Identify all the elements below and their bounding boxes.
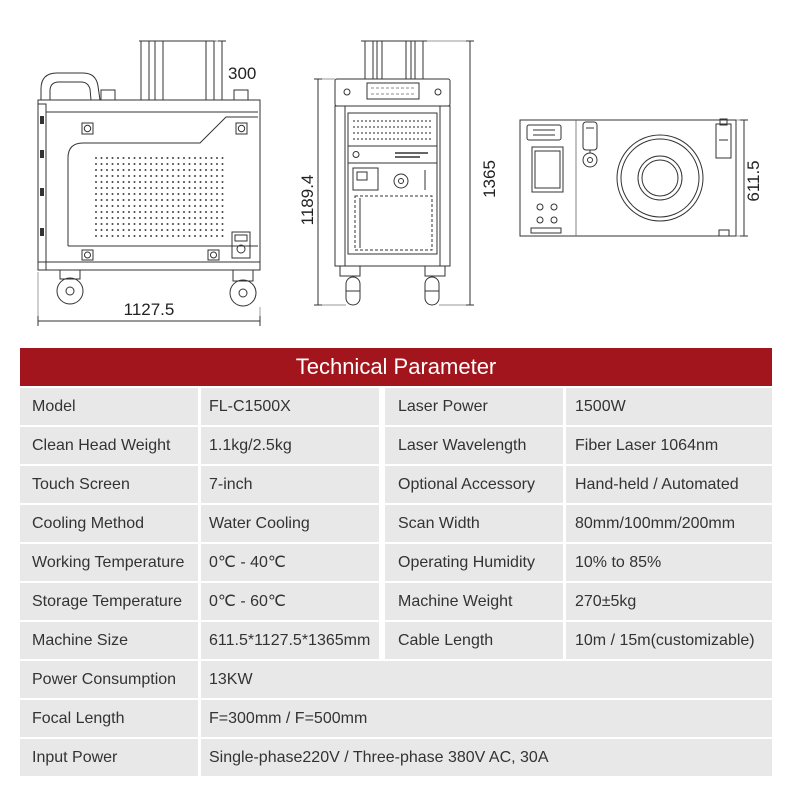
spec-label: Storage Temperature: [20, 583, 198, 620]
top-view-bracket: [715, 118, 732, 159]
spec-label: Optional Accessory: [385, 466, 563, 503]
front-view-frame: [334, 105, 451, 267]
side-view-screw: [81, 122, 94, 135]
front-view-telescopic-handle: [361, 40, 427, 80]
table-title: Technical Parameter: [20, 348, 772, 386]
spec-value: Hand-held / Automated: [566, 466, 772, 503]
spec-value: 1.1kg/2.5kg: [201, 427, 379, 464]
spec-label: Machine Size: [20, 622, 198, 659]
side-view-handle-mount: [100, 89, 116, 101]
side-view-screw: [207, 249, 220, 261]
spec-row-cooling-method: Cooling Method Water Cooling Scan Width …: [0, 505, 795, 542]
spec-row-input-power: Input Power Single-phase220V / Three-pha…: [0, 739, 795, 776]
spec-label: Model: [20, 388, 198, 425]
spec-label: Operating Humidity: [385, 544, 563, 581]
spec-label: Laser Power: [385, 388, 563, 425]
front-view-wheel-right: [424, 276, 440, 306]
spec-value: 0℃ - 60℃: [201, 583, 379, 620]
spec-label: Clean Head Weight: [20, 427, 198, 464]
front-view-lower-compartment: [347, 162, 438, 255]
front-view-knob: [393, 173, 409, 189]
spec-value: 10m / 15m(customizable): [566, 622, 772, 659]
spec-row-working-temperature: Working Temperature 0℃ - 40℃ Operating H…: [0, 544, 795, 581]
top-view-drawing: [519, 118, 737, 237]
side-view-screw: [235, 122, 248, 135]
spec-label: Scan Width: [385, 505, 563, 542]
spec-value: 0℃ - 40℃: [201, 544, 379, 581]
spec-value: 13KW: [201, 661, 772, 698]
side-view-power-connector: [231, 231, 251, 259]
width-dimension-label: 611.5: [744, 160, 763, 201]
front-view-drawing: [334, 40, 451, 306]
spec-value: 10% to 85%: [566, 544, 772, 581]
side-view-panel-outline: [67, 116, 258, 246]
spec-label: Input Power: [20, 739, 198, 776]
total-height-dimension-label: 1365: [480, 160, 499, 198]
spec-row-power-consumption: Power Consumption 13KW: [0, 661, 795, 698]
spec-label: Cable Length: [385, 622, 563, 659]
side-view-cable-hook: [40, 72, 101, 101]
spec-label: Laser Wavelength: [385, 427, 563, 464]
front-view-leg: [339, 265, 361, 277]
front-view-dimension-lines: [314, 40, 474, 306]
front-view-wheel-left: [345, 276, 361, 306]
spec-value: 80mm/100mm/200mm: [566, 505, 772, 542]
handle-height-dimension-label: 300: [228, 64, 256, 83]
spec-value: 270±5kg: [566, 583, 772, 620]
side-view-drawing: [37, 40, 261, 307]
spec-label: Machine Weight: [385, 583, 563, 620]
top-view-control-buttons: [536, 203, 558, 224]
spec-value: FL-C1500X: [201, 388, 379, 425]
body-height-dimension-label: 1189.4: [298, 175, 317, 226]
spec-row-machine-size: Machine Size 611.5*1127.5*1365mm Cable L…: [0, 622, 795, 659]
top-view-dimension-lines: [736, 119, 748, 237]
side-view-telescopic-handle: [139, 40, 216, 101]
top-view-handle: [526, 124, 562, 141]
top-view-touch-screen: [531, 146, 564, 193]
length-dimension-label: 1127.5: [124, 300, 175, 319]
spec-row-touch-screen: Touch Screen 7-inch Optional Accessory H…: [0, 466, 795, 503]
spec-row-clean-head-weight: Clean Head Weight 1.1kg/2.5kg Laser Wave…: [0, 427, 795, 464]
side-view-handle-mount: [233, 89, 249, 101]
top-view-cable-reel: [616, 134, 704, 222]
front-view-leg: [424, 265, 446, 277]
front-view-label-panel: [347, 145, 438, 164]
side-view-housing: [37, 99, 261, 263]
spec-value: F=300mm / F=500mm: [201, 700, 772, 737]
side-view-screw: [81, 249, 94, 261]
spec-label: Focal Length: [20, 700, 198, 737]
side-view-side-strip: [37, 103, 47, 271]
spec-row-storage-temperature: Storage Temperature 0℃ - 60℃ Machine Wei…: [0, 583, 795, 620]
spec-value: 1500W: [566, 388, 772, 425]
front-view-display: [366, 82, 420, 100]
side-view-vent-grid: [95, 157, 227, 237]
spec-label: Working Temperature: [20, 544, 198, 581]
technical-drawings: 300 1127.5: [37, 40, 763, 326]
spec-row-model: Model FL-C1500X Laser Power 1500W: [0, 388, 795, 425]
spec-value: Fiber Laser 1064nm: [566, 427, 772, 464]
spec-row-focal-length: Focal Length F=300mm / F=500mm: [0, 700, 795, 737]
spec-label: Cooling Method: [20, 505, 198, 542]
side-view-wheel-front: [56, 270, 84, 305]
side-view-wheel-rear: [229, 270, 257, 307]
spec-value: Water Cooling: [201, 505, 379, 542]
spec-value: 7-inch: [201, 466, 379, 503]
spec-label: Power Consumption: [20, 661, 198, 698]
spec-value: Single-phase220V / Three-phase 380V AC, …: [201, 739, 772, 776]
front-view-laser-source: [347, 112, 438, 147]
side-view-base: [37, 261, 261, 271]
top-view-cleaning-head: [582, 121, 598, 168]
spec-value: 611.5*1127.5*1365mm: [201, 622, 379, 659]
top-view-body: [519, 119, 737, 237]
side-view-dimension-lines: [37, 40, 261, 326]
spec-label: Touch Screen: [20, 466, 198, 503]
